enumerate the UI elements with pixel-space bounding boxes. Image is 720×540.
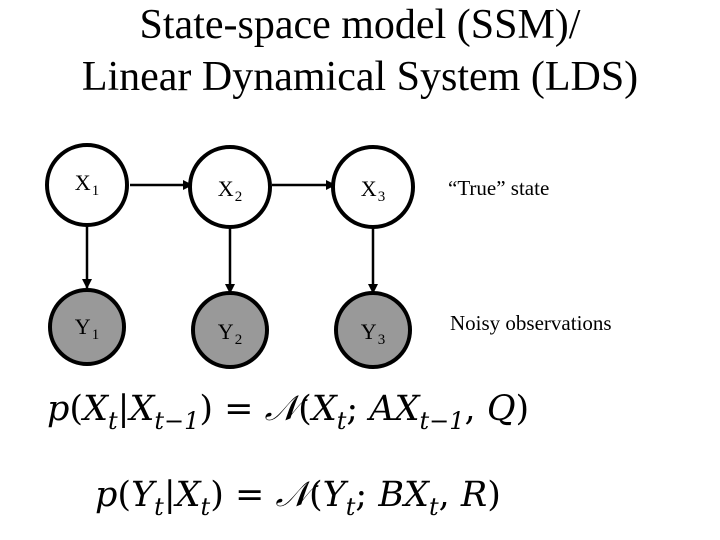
noisy-observations-label: Noisy observations [450, 311, 612, 335]
node-y2-label: Y2 [217, 319, 243, 348]
node-y3 [334, 291, 412, 369]
node-y2 [191, 291, 269, 369]
node-y1 [48, 288, 126, 366]
node-y3-label: Y3 [360, 319, 386, 348]
node-y1-label: Y1 [74, 314, 100, 343]
node-x2-label: X2 [217, 176, 243, 205]
node-x2 [188, 145, 272, 229]
transition-equation: p(Xt|Xt−1) = 𝒩(Xt; AXt−1, Q) [47, 389, 530, 435]
title-line-2: Linear Dynamical System (LDS) [81, 54, 639, 100]
emission-equation: p(Yt|Xt) = 𝒩(Yt; BXt, R) [95, 475, 501, 521]
node-x1 [45, 143, 129, 227]
node-x1-label: X1 [74, 170, 100, 199]
true-state-label: “True” state [448, 176, 550, 200]
title-line-1: State-space model (SSM)/ [139, 2, 581, 48]
node-x3-label: X3 [360, 176, 386, 205]
node-x3 [331, 145, 415, 229]
